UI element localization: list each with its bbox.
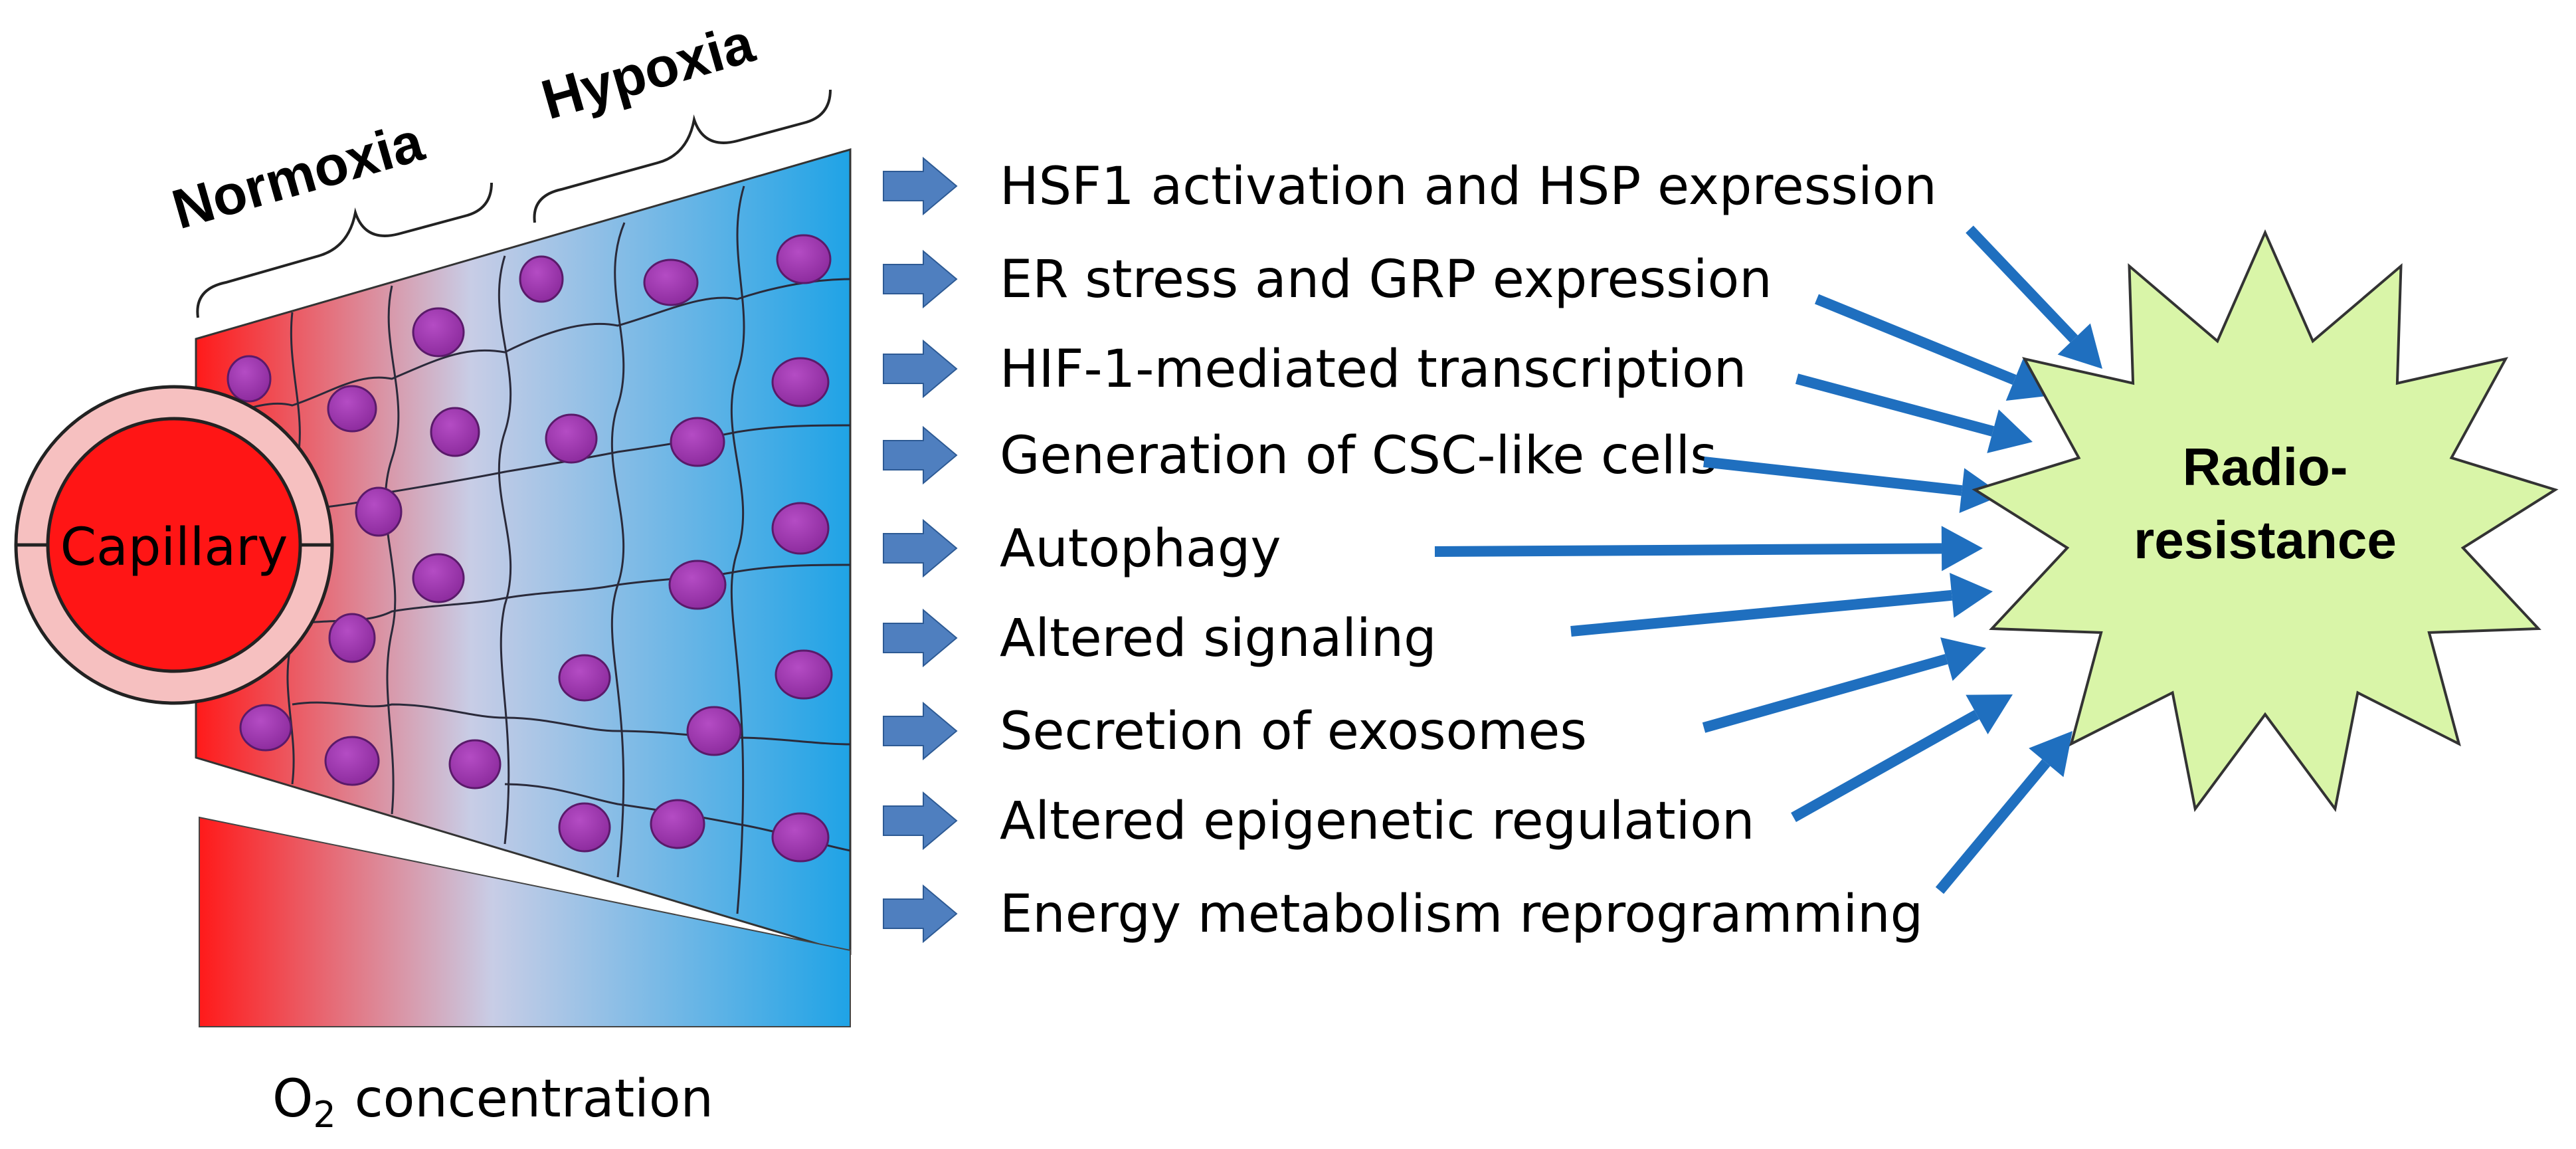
cell-nucleus [668, 560, 727, 610]
cell-nucleus [227, 355, 272, 403]
block-right-arrow-icon [883, 608, 958, 668]
block-right-arrow-icon [883, 701, 958, 761]
block-right-arrow-icon [883, 425, 958, 485]
cell-nucleus [412, 553, 465, 603]
mechanism-item: Autophagy [1000, 519, 1281, 579]
normoxia-brace [196, 182, 493, 318]
block-arrows [883, 156, 958, 944]
cell-nucleus [412, 307, 465, 358]
cell-nucleus [771, 357, 830, 407]
mechanism-item: Generation of CSC-like cells [1000, 426, 1717, 486]
hypoxia-brace [533, 89, 832, 223]
o2-concentration-label: O2 concentration [272, 1069, 713, 1136]
outcome-label-line2: resistance [2134, 510, 2397, 570]
capillary: Capillary [14, 385, 334, 705]
block-right-arrow-icon [883, 884, 958, 944]
cell-nuclei [227, 234, 833, 863]
o2-symbol: O [272, 1069, 313, 1129]
capillary-label: Capillary [60, 518, 288, 577]
diagonal-arrow-icon [1966, 225, 2102, 369]
mechanism-list: HSF1 activation and HSP expression ER str… [1000, 157, 1937, 944]
diagonal-arrow-icon [1791, 694, 2013, 822]
mechanism-item: Secretion of exosomes [1000, 702, 1587, 762]
cell-nucleus [558, 654, 611, 702]
cell-nucleus [448, 739, 502, 789]
mechanism-item: ER stress and GRP expression [1000, 250, 1772, 310]
cell-nucleus [670, 417, 725, 467]
diagonal-arrow-icon [1935, 731, 2072, 894]
block-right-arrow-icon [883, 156, 958, 216]
diagonal-arrow-icon [1795, 373, 2033, 453]
o2-word: concentration [355, 1069, 713, 1129]
normoxia-label: Normoxia [165, 110, 431, 241]
cell-nucleus [558, 802, 611, 853]
cell-nucleus [545, 413, 598, 464]
block-right-arrow-icon [883, 249, 958, 309]
cell-nucleus [328, 613, 376, 663]
cell-nucleus [519, 255, 564, 303]
cell-nucleus [430, 407, 480, 457]
cell-nucleus [771, 812, 830, 863]
cell-nucleus [643, 259, 699, 306]
cell-nucleus [686, 706, 742, 756]
diagonal-arrow-icon [1434, 526, 1983, 572]
block-right-arrow-icon [883, 518, 958, 578]
mechanism-item: Altered epigenetic regulation [1000, 791, 1754, 851]
cell-nucleus [771, 502, 830, 555]
mechanism-item: Altered signaling [1000, 609, 1437, 669]
cell-nucleus [776, 234, 832, 284]
cell-nucleus [355, 486, 403, 537]
cell-nucleus [239, 704, 292, 752]
block-right-arrow-icon [883, 791, 958, 851]
cell-nucleus [324, 736, 380, 786]
outcome-label-line1: Radio- [2183, 437, 2348, 496]
diagonal-arrow-icon [1702, 637, 1986, 733]
cell-nucleus [650, 799, 705, 849]
mechanism-item: Energy metabolism reprogramming [1000, 885, 1923, 944]
radioresistance-starburst [1972, 229, 2559, 813]
cell-nucleus [327, 385, 377, 433]
block-right-arrow-icon [883, 339, 958, 399]
o2-subscript: 2 [313, 1094, 335, 1136]
mechanism-item: HIF-1-mediated transcription [1000, 340, 1746, 399]
convergence-arrows [1434, 225, 2102, 894]
mechanism-item: HSF1 activation and HSP expression [1000, 157, 1937, 217]
diagonal-arrow-icon [1703, 457, 2003, 513]
diagonal-arrow-icon [1570, 572, 1993, 637]
cell-nucleus [775, 649, 833, 700]
o2-gradient-wedge [199, 816, 851, 1027]
diagonal-arrow-icon [1814, 294, 2053, 401]
hypoxia-label: Hypoxia [535, 11, 761, 132]
